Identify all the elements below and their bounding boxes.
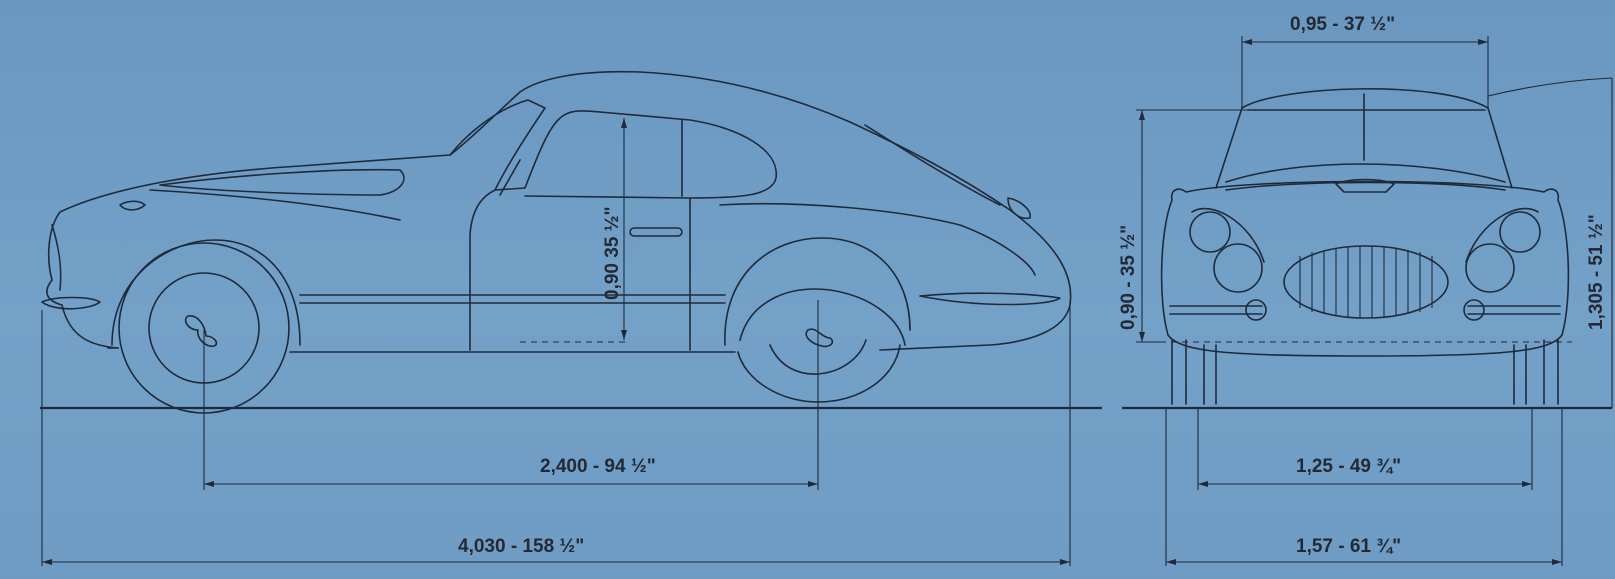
front-grille	[1283, 245, 1449, 319]
side-tail-light	[1007, 197, 1031, 220]
front-windscreen-bottom	[1225, 163, 1506, 183]
front-bonnet-line	[1225, 181, 1506, 191]
side-door-handle	[629, 227, 683, 237]
side-front-arch	[111, 239, 301, 346]
side-dimensions	[41, 118, 1071, 566]
front-right-wheel	[1513, 339, 1559, 405]
side-rear-spat	[739, 288, 906, 346]
side-a-pillar	[499, 159, 521, 196]
side-interior-height-label: 0,90 35 ½"	[602, 206, 623, 300]
front-left-headlight	[1213, 243, 1263, 293]
side-nose-line	[51, 224, 62, 291]
overall-length-label: 4,030 - 158 ½"	[458, 536, 584, 557]
side-bonnet-line	[159, 168, 405, 196]
roof-width-label: 0,95 - 37 ½"	[1290, 14, 1395, 35]
side-front-knockoff	[184, 315, 218, 348]
side-front-bumper	[41, 296, 101, 310]
side-rear-knockoff	[805, 328, 834, 348]
side-rear-fender-line	[719, 202, 1036, 276]
front-grille-bars	[1299, 246, 1433, 318]
front-left-overrider	[1245, 299, 1267, 321]
front-right-bumper	[1467, 305, 1561, 315]
front-body-outline	[1160, 180, 1570, 357]
side-rear-arch	[724, 237, 911, 346]
side-windshield	[449, 99, 546, 191]
overall-height-label: 1,305 - 51 ½"	[1586, 214, 1607, 330]
side-sill-trim	[299, 294, 726, 304]
side-rear-bumper	[919, 292, 1061, 306]
side-window	[494, 110, 777, 199]
side-rear-window-line	[864, 124, 1001, 206]
front-dimensions	[1136, 36, 1613, 566]
front-left-inner-light	[1189, 211, 1231, 253]
side-body-outline	[46, 70, 1072, 353]
side-fender-crease	[149, 189, 401, 221]
wheelbase-label: 2,400 - 94 ½"	[540, 456, 656, 477]
front-left-bumper	[1169, 305, 1263, 315]
front-view-car	[1160, 88, 1572, 405]
side-front-light	[119, 200, 146, 211]
front-interior-height-label: 0,90 - 35 ½"	[1118, 225, 1139, 330]
side-view-car	[41, 70, 1072, 414]
front-light-pods	[1191, 207, 1539, 263]
front-a-pillars	[1215, 107, 1513, 189]
front-bonnet-badge	[1335, 178, 1395, 193]
track-label: 1,25 - 49 ¾"	[1296, 456, 1401, 477]
side-door-front-edge	[469, 189, 496, 351]
front-right-headlight	[1465, 243, 1515, 293]
front-left-wheel	[1171, 339, 1217, 405]
front-roof-line	[1241, 88, 1489, 109]
overall-width-label: 1,57 - 61 ¾"	[1296, 536, 1401, 557]
front-right-inner-light	[1499, 211, 1541, 253]
front-right-overrider	[1463, 299, 1485, 321]
